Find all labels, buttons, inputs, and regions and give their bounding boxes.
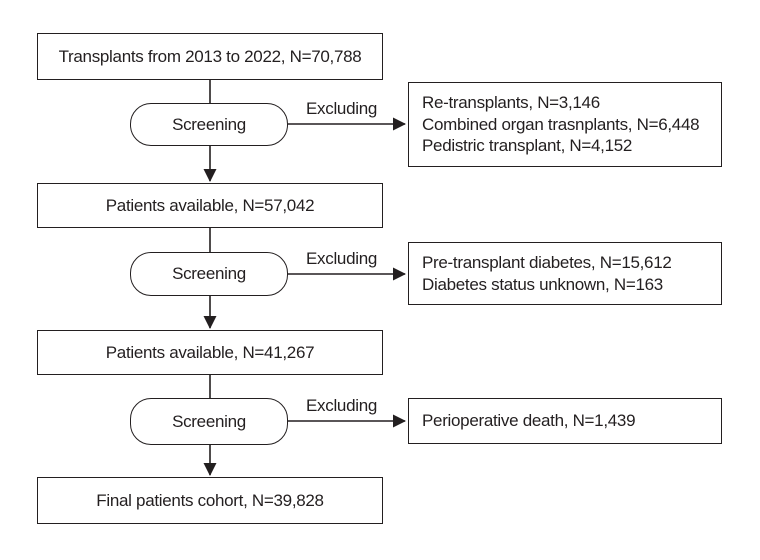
exclusion-box-1: Re-transplants, N=3,146 Combined organ t… <box>408 82 722 167</box>
flow-box-label: Patients available, N=57,042 <box>105 195 315 215</box>
screening-label: Screening <box>172 114 246 134</box>
exclusion-line: Pedistric transplant, N=4,152 <box>422 136 633 156</box>
exclusion-line: Diabetes status unknown, N=163 <box>422 274 663 294</box>
excluding-label-1: Excluding <box>306 99 378 118</box>
screening-label: Screening <box>172 411 246 431</box>
exclusion-line: Perioperative death, N=1,439 <box>422 411 636 431</box>
exclusion-line: Combined organ trasnplants, N=6,448 <box>422 114 700 134</box>
flow-box-final-cohort: Final patients cohort, N=39,828 <box>37 477 383 524</box>
flow-box-label: Patients available, N=41,267 <box>105 342 315 362</box>
excluding-label-2: Excluding <box>306 249 378 268</box>
excluding-label-3: Excluding <box>306 396 378 415</box>
flow-box-patients-available-2: Patients available, N=41,267 <box>37 330 383 375</box>
exclusion-box-3: Perioperative death, N=1,439 <box>408 398 722 444</box>
flow-box-label: Transplants from 2013 to 2022, N=70,788 <box>58 46 362 66</box>
screening-label: Screening <box>172 264 246 283</box>
screening-box-3: Screening <box>130 398 288 445</box>
exclusion-line: Pre-transplant diabetes, N=15,612 <box>422 253 672 272</box>
screening-box-1: Screening <box>130 103 288 146</box>
screening-box-2: Screening <box>130 252 288 296</box>
flow-box-patients-available-1: Patients available, N=57,042 <box>37 183 383 228</box>
flow-box-transplants-total: Transplants from 2013 to 2022, N=70,788 <box>37 33 383 80</box>
flow-box-label: Final patients cohort, N=39,828 <box>96 490 324 510</box>
exclusion-line: Re-transplants, N=3,146 <box>422 93 600 113</box>
exclusion-box-2: Pre-transplant diabetes, N=15,612 Diabet… <box>408 242 722 305</box>
